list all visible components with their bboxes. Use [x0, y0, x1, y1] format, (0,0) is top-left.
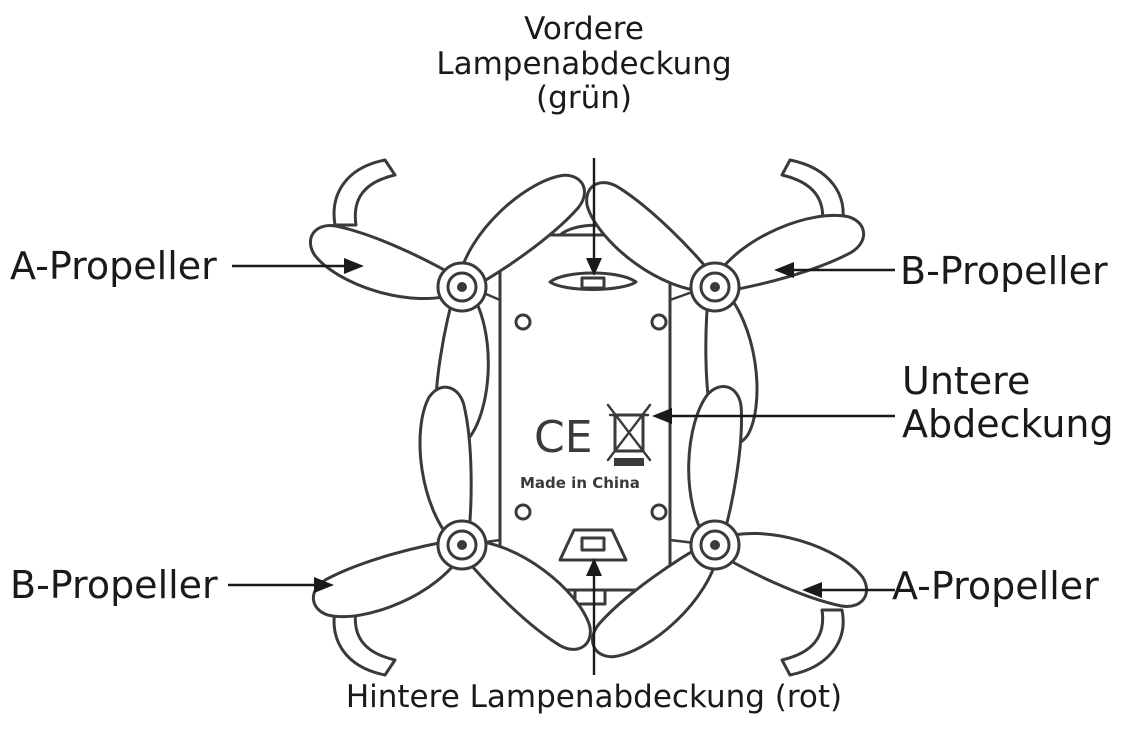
- body-bottom-tab: [573, 588, 607, 606]
- label-front-lamp-line2: Lampenabdeckung: [436, 45, 732, 82]
- label-bottom-cover-line1: Untere: [902, 359, 1031, 403]
- arrow-b-prop-bottom-left: [228, 577, 334, 593]
- label-front-lamp: Vordere Lampenabdeckung (grün): [404, 12, 764, 116]
- arrow-rear-lamp: [586, 558, 602, 675]
- screw: [650, 313, 668, 331]
- label-front-lamp-line1: Vordere: [524, 11, 644, 47]
- label-b-propeller-top-right: B-Propeller: [900, 249, 1108, 293]
- label-bottom-cover: Untere Abdeckung: [902, 360, 1114, 445]
- weee-bin-icon: [606, 403, 652, 466]
- screw: [514, 503, 532, 521]
- screw: [650, 503, 668, 521]
- guard-top-left: [332, 158, 397, 227]
- label-rear-lamp: Hintere Lampenabdeckung (rot): [345, 679, 843, 715]
- made-in-text: Made in China: [520, 474, 640, 492]
- label-bottom-cover-line2: Abdeckung: [902, 401, 1114, 446]
- label-a-propeller-bottom-right: A-Propeller: [892, 564, 1099, 608]
- arrow-bottom-cover: [652, 408, 895, 424]
- label-a-propeller-top-left: A-Propeller: [10, 244, 217, 288]
- arrow-a-prop-bottom-right: [802, 582, 895, 598]
- guard-bottom-right: [780, 608, 845, 677]
- guard-bottom-left: [332, 608, 397, 677]
- arrow-a-prop-top-left: [232, 258, 364, 274]
- arrow-front-lamp: [586, 158, 602, 276]
- screw: [514, 313, 532, 331]
- label-front-lamp-line3: (grün): [536, 80, 632, 117]
- label-b-propeller-bottom-left: B-Propeller: [10, 563, 218, 607]
- ce-mark: CE: [534, 412, 593, 463]
- arrow-b-prop-top-right: [774, 262, 895, 278]
